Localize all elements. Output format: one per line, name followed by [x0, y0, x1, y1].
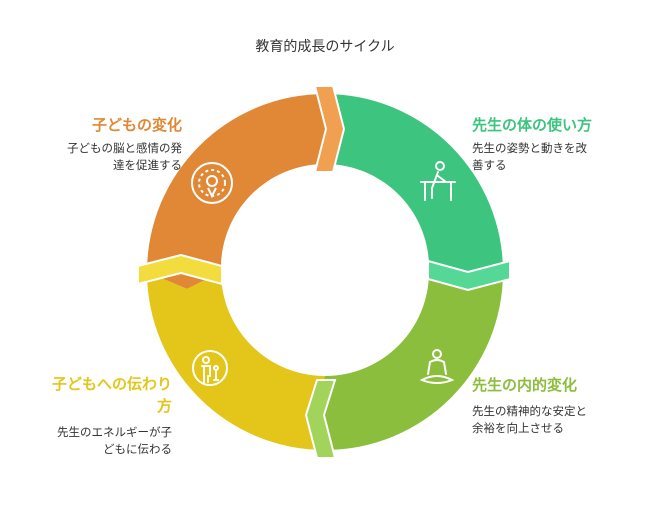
- segment-teacher-body: [325, 94, 503, 289]
- segment-teacher-inner: [310, 272, 503, 450]
- desc-line: 先生の姿勢と動きを改: [472, 141, 587, 155]
- label-line: 子どもへの伝わり: [51, 375, 172, 393]
- person-at-desk-icon: [420, 161, 456, 201]
- parent-child-icon: [192, 350, 228, 386]
- connector-lime-yellow: [304, 379, 337, 459]
- connector-green-lime: [427, 259, 511, 292]
- stage-label-children-change: 子どもの変化: [91, 116, 182, 134]
- desc-line: 余裕を向上させる: [472, 421, 564, 435]
- connector-yellow-orange: [137, 253, 223, 286]
- connector-orange-green: [313, 85, 346, 173]
- stage-label-teacher-body: 先生の体の使い方: [472, 116, 593, 134]
- diagram-title: 教育的成長のサイクル: [255, 39, 395, 55]
- desc-line: 子どもの脳と感情の発: [67, 141, 182, 155]
- meditation-icon: [419, 349, 455, 384]
- label-line: 方: [156, 397, 172, 415]
- desc-line: 先生の精神的な安定と: [472, 404, 587, 418]
- segment-transmission: [147, 272, 325, 450]
- stage-desc-transmission: 先生のエネルギーが子 どもに伝わる: [0, 424, 172, 458]
- desc-line: 先生のエネルギーが子: [57, 425, 172, 439]
- stage-label-teacher-inner: 先生の内的変化: [472, 376, 578, 394]
- segment-children-change: [147, 94, 340, 289]
- stage-desc-teacher-body: 先生の姿勢と動きを改 善する: [472, 140, 642, 174]
- desc-line: どもに伝わる: [103, 442, 172, 456]
- desc-line: 達を促進する: [113, 158, 182, 172]
- stage-label-transmission: 子どもへの伝わり 方: [0, 373, 172, 417]
- brain-target-icon: [191, 162, 233, 204]
- stage-desc-children-change: 子どもの脳と感情の発 達を促進する: [0, 140, 182, 174]
- desc-line: 善する: [472, 158, 507, 172]
- stage-desc-teacher-inner: 先生の精神的な安定と 余裕を向上させる: [472, 403, 642, 437]
